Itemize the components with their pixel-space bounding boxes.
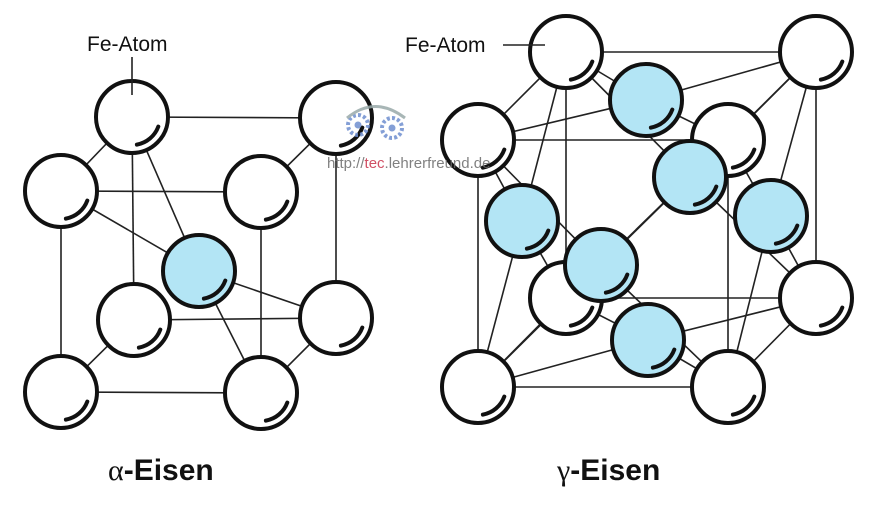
atom-shine-highlight: [568, 305, 595, 328]
gamma-atom-corner-front-top-left: [440, 102, 516, 178]
atom-shine-highlight: [480, 147, 507, 170]
gamma-iron-title: γ-Eisen: [556, 454, 660, 487]
interstitial-atom-sphere: [652, 139, 728, 215]
atom-shine-highlight: [201, 278, 228, 301]
atom-shine-highlight: [692, 184, 719, 207]
gamma-title-text: -Eisen: [570, 454, 660, 487]
fe-atom-sphere: [440, 102, 516, 178]
interstitial-atom-sphere: [484, 183, 560, 259]
alpha-atoms: [23, 79, 374, 431]
gamma-atom-face-top: [608, 62, 684, 138]
gamma-atom-face-bottom: [610, 302, 686, 378]
watermark-url: http://tec.lehrerfreund.de: [327, 155, 490, 172]
gamma-atom-face-front: [563, 227, 639, 303]
atom-shine-highlight: [773, 223, 800, 246]
alpha-atom-corner-back-top-left: [94, 79, 170, 155]
fe-atom-sphere: [298, 280, 374, 356]
alpha-atom-body-center: [161, 233, 237, 309]
interstitial-atom-sphere: [608, 62, 684, 138]
watermark: http://tec.lehrerfreund.de: [327, 105, 490, 172]
gamma-atom-corner-back-bottom-right: [778, 260, 854, 336]
watermark-owl-arc: [346, 105, 406, 120]
alpha-fe-atom-label: Fe-Atom: [87, 33, 168, 56]
atom-shine-highlight: [818, 305, 845, 328]
gamma-atom-face-back: [652, 139, 728, 215]
alpha-title-text: -Eisen: [124, 454, 214, 487]
gamma-atom-corner-back-top-right: [778, 14, 854, 90]
alpha-atom-corner-back-bottom-right: [298, 280, 374, 356]
atom-shine-highlight: [524, 228, 551, 251]
gear-icon: [346, 113, 370, 137]
alpha-atom-corner-front-top-right: [223, 154, 299, 230]
fe-atom-sphere: [690, 349, 766, 425]
fe-atom-sphere: [778, 14, 854, 90]
gamma-iron-fcc-cell: Fe-Atom γ-Eisen: [405, 14, 854, 487]
fe-atom-sphere: [440, 349, 516, 425]
atom-shine-highlight: [603, 272, 630, 295]
atom-shine-highlight: [338, 125, 365, 148]
alpha-atom-corner-front-bottom-right: [223, 355, 299, 431]
gamma-atom-face-left: [484, 183, 560, 259]
atom-shine-highlight: [648, 107, 675, 130]
gamma-atom-corner-front-bottom-right: [690, 349, 766, 425]
alpha-atom-corner-back-top-right: [298, 80, 374, 156]
fe-atom-sphere: [778, 260, 854, 336]
atom-shine-highlight: [63, 399, 90, 422]
fe-atom-sphere: [298, 80, 374, 156]
interstitial-atom-sphere: [610, 302, 686, 378]
gamma-atom-corner-front-bottom-left: [440, 349, 516, 425]
alpha-atom-corner-back-bottom-left: [96, 282, 172, 358]
alpha-symbol: α: [108, 454, 124, 487]
gear-icon: [380, 116, 404, 140]
atom-shine-highlight: [134, 124, 161, 147]
atom-shine-highlight: [136, 327, 163, 350]
atom-shine-highlight: [568, 59, 595, 82]
gamma-atoms: [440, 14, 854, 425]
gamma-atom-face-right: [733, 178, 809, 254]
atom-shine-highlight: [818, 59, 845, 82]
fe-atom-sphere: [528, 14, 604, 90]
atom-shine-highlight: [63, 198, 90, 221]
fe-atom-sphere: [23, 354, 99, 430]
alpha-atom-corner-front-bottom-left: [23, 354, 99, 430]
gamma-fe-atom-label: Fe-Atom: [405, 34, 486, 57]
interstitial-atom-sphere: [161, 233, 237, 309]
fe-atom-sphere: [96, 282, 172, 358]
fe-atom-sphere: [23, 153, 99, 229]
fe-atom-sphere: [223, 154, 299, 230]
gamma-symbol: γ: [556, 454, 570, 487]
alpha-iron-title: α-Eisen: [108, 454, 214, 487]
interstitial-atom-sphere: [563, 227, 639, 303]
atom-shine-highlight: [263, 400, 290, 423]
gamma-atom-corner-back-top-left: [528, 14, 604, 90]
alpha-atom-corner-front-top-left: [23, 153, 99, 229]
fe-atom-sphere: [223, 355, 299, 431]
atom-shine-highlight: [480, 394, 507, 417]
interstitial-atom-sphere: [733, 178, 809, 254]
atom-shine-highlight: [338, 325, 365, 348]
atom-shine-highlight: [650, 347, 677, 370]
atom-shine-highlight: [730, 394, 757, 417]
atom-shine-highlight: [263, 199, 290, 222]
atom-shine-highlight: [730, 147, 757, 170]
alpha-iron-bcc-cell: Fe-Atom α-Eisen: [23, 33, 374, 487]
